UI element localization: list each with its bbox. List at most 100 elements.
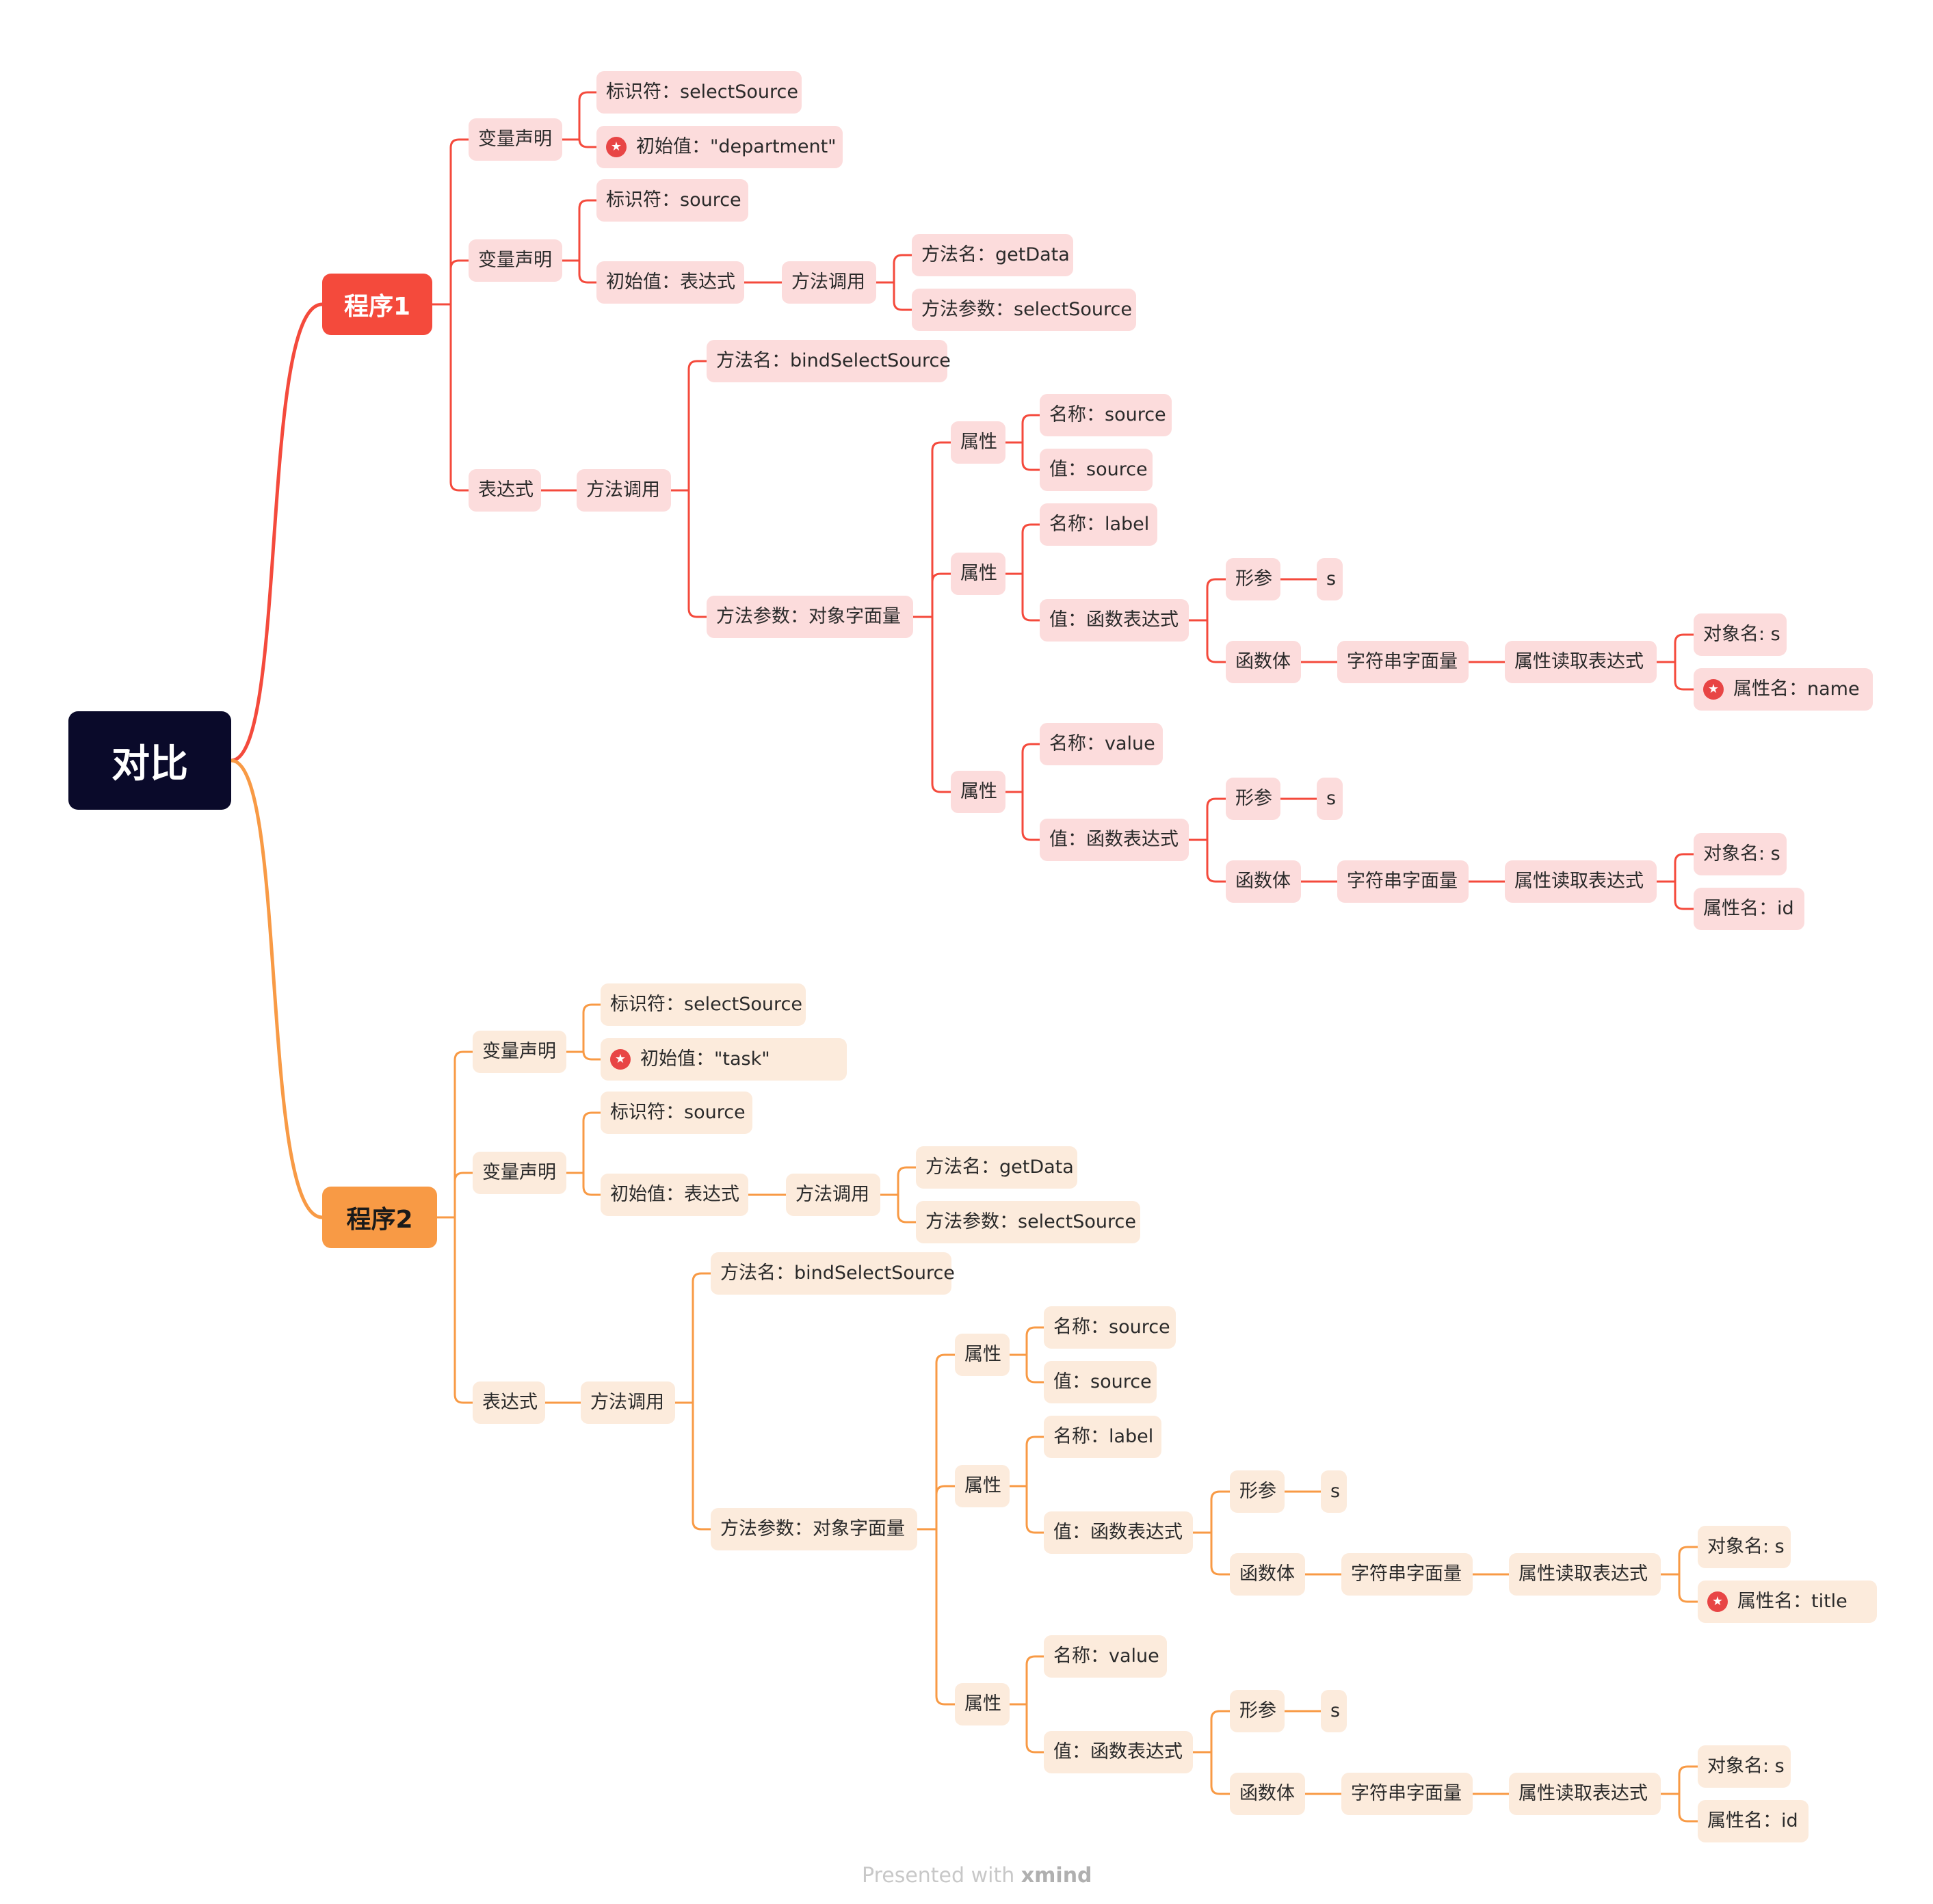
topic-p-1n[interactable]: 名称：source bbox=[1040, 394, 1172, 436]
topic-p-2ob[interactable]: 对象名: s bbox=[1698, 1526, 1791, 1568]
topic-exmn[interactable]: 方法名：bindSelectSource bbox=[707, 340, 951, 382]
topic-exma[interactable]: 方法参数：对象字面量 bbox=[707, 596, 913, 638]
star-marker-icon: ★ bbox=[1703, 679, 1724, 700]
topic-p-2ob[interactable]: 对象名: s bbox=[1694, 613, 1787, 656]
topic-vd-1[interactable]: 变量声明 bbox=[473, 1031, 566, 1073]
topic-vd-1in[interactable]: ★初始值："department" bbox=[596, 126, 843, 168]
topic-p-3ac[interactable]: 属性读取表达式 bbox=[1505, 860, 1657, 903]
topic-vd-2id[interactable]: 标识符：source bbox=[601, 1092, 752, 1134]
topic-label: 初始值：表达式 bbox=[606, 272, 735, 293]
star-marker-icon: ★ bbox=[606, 137, 627, 157]
topic-vd-1[interactable]: 变量声明 bbox=[469, 118, 562, 161]
connector-line bbox=[1210, 1751, 1231, 1795]
topic-p-3pr[interactable]: 属性名：id bbox=[1694, 888, 1804, 930]
topic-p-2bd[interactable]: 函数体 bbox=[1230, 1553, 1305, 1596]
root-topic[interactable]: 对比 bbox=[68, 711, 231, 810]
connector-line bbox=[897, 1166, 917, 1196]
topic-label: 值：函数表达式 bbox=[1053, 1522, 1183, 1543]
topic-p-2pa[interactable]: 形参 bbox=[1226, 558, 1280, 600]
topic-vd-1id[interactable]: 标识符：selectSource bbox=[596, 71, 802, 114]
topic-p-2ps[interactable]: s bbox=[1321, 1470, 1347, 1513]
topic-p-2sl[interactable]: 字符串字面量 bbox=[1337, 641, 1469, 683]
connector-line bbox=[1210, 1490, 1231, 1534]
topic-vd-1in[interactable]: ★初始值："task" bbox=[601, 1038, 847, 1081]
topic-label: 属性读取表达式 bbox=[1518, 1563, 1648, 1585]
topic-label: 方法名：bindSelectSource bbox=[716, 350, 951, 371]
topic-p-2pr[interactable]: ★属性名：name bbox=[1694, 668, 1873, 711]
topic-p-3pr[interactable]: 属性名：id bbox=[1698, 1800, 1809, 1842]
topic-label: 标识符：source bbox=[606, 189, 741, 211]
topic-vd-2ma[interactable]: 方法参数：selectSource bbox=[912, 289, 1136, 331]
topic-vd-1id[interactable]: 标识符：selectSource bbox=[601, 983, 806, 1026]
topic-p-2v[interactable]: 值：函数表达式 bbox=[1040, 599, 1189, 642]
topic-vd-2in[interactable]: 初始值：表达式 bbox=[596, 261, 744, 304]
topic-vd-2id[interactable]: 标识符：source bbox=[596, 179, 748, 222]
topic-p-2ac[interactable]: 属性读取表达式 bbox=[1509, 1553, 1661, 1596]
connector-line bbox=[692, 1272, 712, 1404]
topic-vd-2in[interactable]: 初始值：表达式 bbox=[601, 1174, 748, 1216]
topic-exma[interactable]: 方法参数：对象字面量 bbox=[711, 1508, 917, 1550]
topic-p-3sl[interactable]: 字符串字面量 bbox=[1337, 860, 1469, 903]
topic-p-2ac[interactable]: 属性读取表达式 bbox=[1505, 641, 1657, 683]
program-2-topic[interactable]: 程序2 bbox=[322, 1187, 437, 1248]
topic-p-1n[interactable]: 名称：source bbox=[1044, 1306, 1176, 1349]
topic-p-3sl[interactable]: 字符串字面量 bbox=[1341, 1773, 1473, 1815]
connector-line bbox=[1021, 743, 1041, 793]
connector-line bbox=[1025, 1436, 1045, 1488]
topic-p-3bd[interactable]: 函数体 bbox=[1226, 860, 1301, 903]
topic-label: 值：source bbox=[1049, 459, 1148, 480]
topic-p-3ac[interactable]: 属性读取表达式 bbox=[1509, 1773, 1661, 1815]
topic-p-1[interactable]: 属性 bbox=[955, 1334, 1010, 1376]
topic-excall[interactable]: 方法调用 bbox=[577, 469, 671, 512]
topic-p-2pr[interactable]: ★属性名：title bbox=[1698, 1581, 1877, 1623]
topic-p-1[interactable]: 属性 bbox=[951, 421, 1005, 464]
topic-p-3n[interactable]: 名称：value bbox=[1044, 1635, 1167, 1678]
topic-p-3v[interactable]: 值：函数表达式 bbox=[1044, 1731, 1193, 1773]
connector-line bbox=[1025, 1655, 1045, 1706]
footer-text: Presented with bbox=[862, 1864, 1015, 1888]
topic-p-3v[interactable]: 值：函数表达式 bbox=[1040, 819, 1189, 861]
topic-label: 名称：source bbox=[1053, 1317, 1170, 1338]
topic-p-3ob[interactable]: 对象名: s bbox=[1698, 1745, 1791, 1788]
topic-p-2ps[interactable]: s bbox=[1317, 558, 1343, 600]
topic-ex[interactable]: 表达式 bbox=[473, 1381, 545, 1424]
topic-p-3bd[interactable]: 函数体 bbox=[1230, 1773, 1305, 1815]
program-1-topic[interactable]: 程序1 bbox=[322, 274, 432, 335]
topic-p-2[interactable]: 属性 bbox=[951, 553, 1005, 595]
topic-excall[interactable]: 方法调用 bbox=[581, 1381, 675, 1424]
topic-vd-2call[interactable]: 方法调用 bbox=[782, 261, 876, 304]
topic-p-3ps[interactable]: s bbox=[1317, 778, 1343, 820]
topic-p-3ps[interactable]: s bbox=[1321, 1690, 1347, 1732]
topic-exmn[interactable]: 方法名：bindSelectSource bbox=[711, 1252, 955, 1295]
topic-label: 属性读取表达式 bbox=[1518, 1783, 1648, 1804]
topic-p-2bd[interactable]: 函数体 bbox=[1226, 641, 1301, 683]
topic-p-2pa[interactable]: 形参 bbox=[1230, 1470, 1285, 1513]
topic-ex[interactable]: 表达式 bbox=[469, 469, 541, 512]
topic-p-3[interactable]: 属性 bbox=[951, 771, 1005, 813]
topic-vd-2mn[interactable]: 方法名：getData bbox=[916, 1146, 1077, 1189]
topic-p-3[interactable]: 属性 bbox=[955, 1683, 1010, 1726]
topic-vd-2call[interactable]: 方法调用 bbox=[786, 1174, 880, 1216]
topic-vd-2[interactable]: 变量声明 bbox=[469, 239, 562, 282]
topic-vd-2mn[interactable]: 方法名：getData bbox=[912, 234, 1073, 276]
topic-p-2sl[interactable]: 字符串字面量 bbox=[1341, 1553, 1473, 1596]
topic-p-1v[interactable]: 值：source bbox=[1044, 1361, 1157, 1403]
connector-line bbox=[1021, 572, 1041, 622]
topic-p-2n[interactable]: 名称：label bbox=[1044, 1416, 1161, 1458]
topic-vd-2ma[interactable]: 方法参数：selectSource bbox=[916, 1201, 1140, 1243]
topic-p-2v[interactable]: 值：函数表达式 bbox=[1044, 1511, 1193, 1554]
topic-p-3pa[interactable]: 形参 bbox=[1230, 1690, 1285, 1732]
topic-label: 形参 bbox=[1235, 568, 1272, 590]
topic-label: 初始值：表达式 bbox=[610, 1184, 739, 1205]
topic-p-3ob[interactable]: 对象名: s bbox=[1694, 833, 1787, 875]
topic-label: 方法参数：对象字面量 bbox=[720, 1518, 905, 1539]
topic-p-2[interactable]: 属性 bbox=[955, 1465, 1010, 1507]
topic-p-2n[interactable]: 名称：label bbox=[1040, 503, 1157, 546]
connector-line bbox=[1206, 797, 1227, 841]
topic-label: 方法调用 bbox=[791, 272, 865, 293]
topic-p-3pa[interactable]: 形参 bbox=[1226, 778, 1280, 820]
topic-p-1v[interactable]: 值：source bbox=[1040, 449, 1153, 491]
connector-line bbox=[687, 360, 708, 492]
topic-p-3n[interactable]: 名称：value bbox=[1040, 723, 1163, 765]
topic-vd-2[interactable]: 变量声明 bbox=[473, 1152, 566, 1194]
